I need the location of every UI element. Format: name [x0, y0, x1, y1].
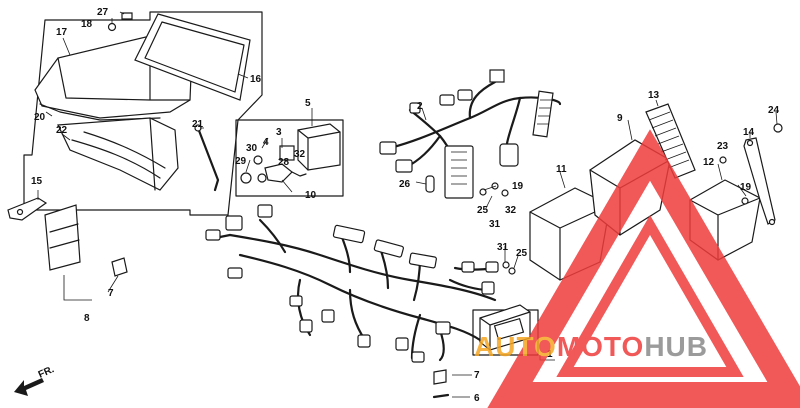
callout-32: 32 [505, 205, 517, 216]
callout-29: 29 [235, 156, 247, 167]
watermark-text: AUTOMOTOHUB [474, 331, 708, 362]
callout-25-lower: 25 [516, 248, 528, 259]
callout-25: 25 [477, 205, 489, 216]
nut-24 [773, 123, 783, 133]
callout-11: 11 [556, 164, 567, 175]
relay-box-5 [240, 123, 341, 184]
callout-20: 20 [34, 112, 46, 123]
callout-31-lower: 31 [497, 242, 509, 253]
callout-7: 7 [108, 288, 114, 299]
front-direction-arrow [14, 378, 44, 396]
bracket-hole [16, 208, 24, 216]
callouts: 1 2 3 4 5 6 7 7 8 9 10 11 12 13 14 15 16… [31, 7, 780, 404]
bracket-hole-bottom [768, 218, 776, 226]
bracket-14 [743, 137, 776, 225]
washer-18 [107, 22, 117, 32]
callout-4: 4 [263, 137, 269, 148]
callout-24: 24 [768, 105, 780, 116]
callout-16: 16 [250, 74, 262, 85]
callout-17: 17 [56, 27, 68, 38]
callout-9: 9 [617, 113, 623, 124]
callout-26: 26 [399, 179, 411, 190]
callout-28: 28 [278, 157, 290, 168]
callout-15: 15 [31, 176, 43, 187]
callout-1: 1 [547, 349, 553, 360]
lens-panel [134, 13, 251, 101]
callout-7-bottom: 7 [474, 370, 480, 381]
callout-19-right: 19 [740, 182, 752, 193]
frame-box-part-5 [235, 119, 344, 197]
screw-23 [719, 156, 727, 164]
callout-13: 13 [648, 90, 660, 101]
callout-6: 6 [474, 393, 480, 404]
callout-2: 2 [417, 101, 423, 112]
direction-label: FR. [37, 364, 56, 381]
frame-box-upper-left [23, 11, 263, 216]
callout-19: 19 [512, 181, 524, 192]
callout-27: 27 [97, 7, 109, 18]
clip-7 [111, 257, 128, 277]
screw-27 [121, 12, 133, 20]
callout-5: 5 [305, 98, 311, 109]
callout-21: 21 [192, 119, 204, 130]
main-harness [205, 204, 499, 363]
callout-12: 12 [703, 157, 715, 168]
bracket-15 [7, 197, 48, 221]
watermark-logo: AUTOMOTOHUB [474, 129, 800, 408]
connector-block-1 [479, 304, 531, 351]
screws-center [479, 182, 516, 275]
callout-3: 3 [276, 127, 282, 138]
sub-harness-2 [379, 69, 562, 199]
callout-22: 22 [56, 125, 68, 136]
rod-part-21 [196, 126, 220, 192]
callout-8: 8 [84, 313, 90, 324]
callout-30: 30 [246, 143, 258, 154]
callout-23: 23 [717, 141, 729, 152]
callout-10: 10 [305, 190, 317, 201]
pin-6 [432, 393, 450, 399]
screw-19-right [741, 197, 749, 205]
callout-31: 31 [489, 219, 501, 230]
callout-14: 14 [743, 127, 755, 138]
callout-18: 18 [81, 19, 93, 30]
mounting-plate-8 [44, 204, 81, 271]
bulb-26 [425, 175, 435, 193]
callout-32-box: 32 [294, 149, 306, 160]
clip-7-bottom [433, 369, 447, 385]
bracket-hole-top [746, 139, 754, 147]
